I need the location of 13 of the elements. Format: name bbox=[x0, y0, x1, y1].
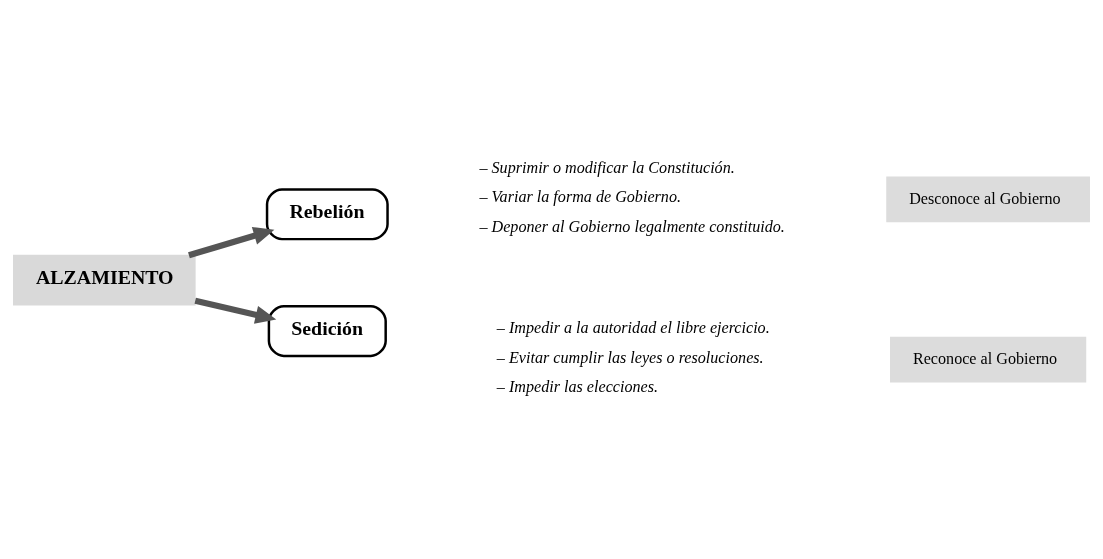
node-box: Desconoce al Gobierno bbox=[886, 176, 1090, 223]
node-label: – Impedir las elecciones. bbox=[496, 378, 659, 396]
node-label: – Impedir a la autoridad el libre ejercicio. bbox=[496, 318, 770, 336]
node-label: – Variar la forma de Gobierno. bbox=[479, 188, 682, 206]
node-box: Reconoce al Gobierno bbox=[890, 336, 1087, 383]
node-box: Rebelión bbox=[265, 188, 389, 241]
arrow bbox=[194, 297, 277, 324]
node-label: – Suprimir o modificar la Constitución. bbox=[479, 158, 735, 176]
node-label: – Deponer al Gobierno legalmente constituido. bbox=[479, 218, 785, 236]
node-box: Sedición bbox=[267, 304, 387, 358]
arrow bbox=[188, 226, 275, 259]
node-box: ALZAMIENTO bbox=[13, 254, 196, 306]
node-label: – Evitar cumplir las leyes o resoluciones. bbox=[496, 348, 764, 366]
